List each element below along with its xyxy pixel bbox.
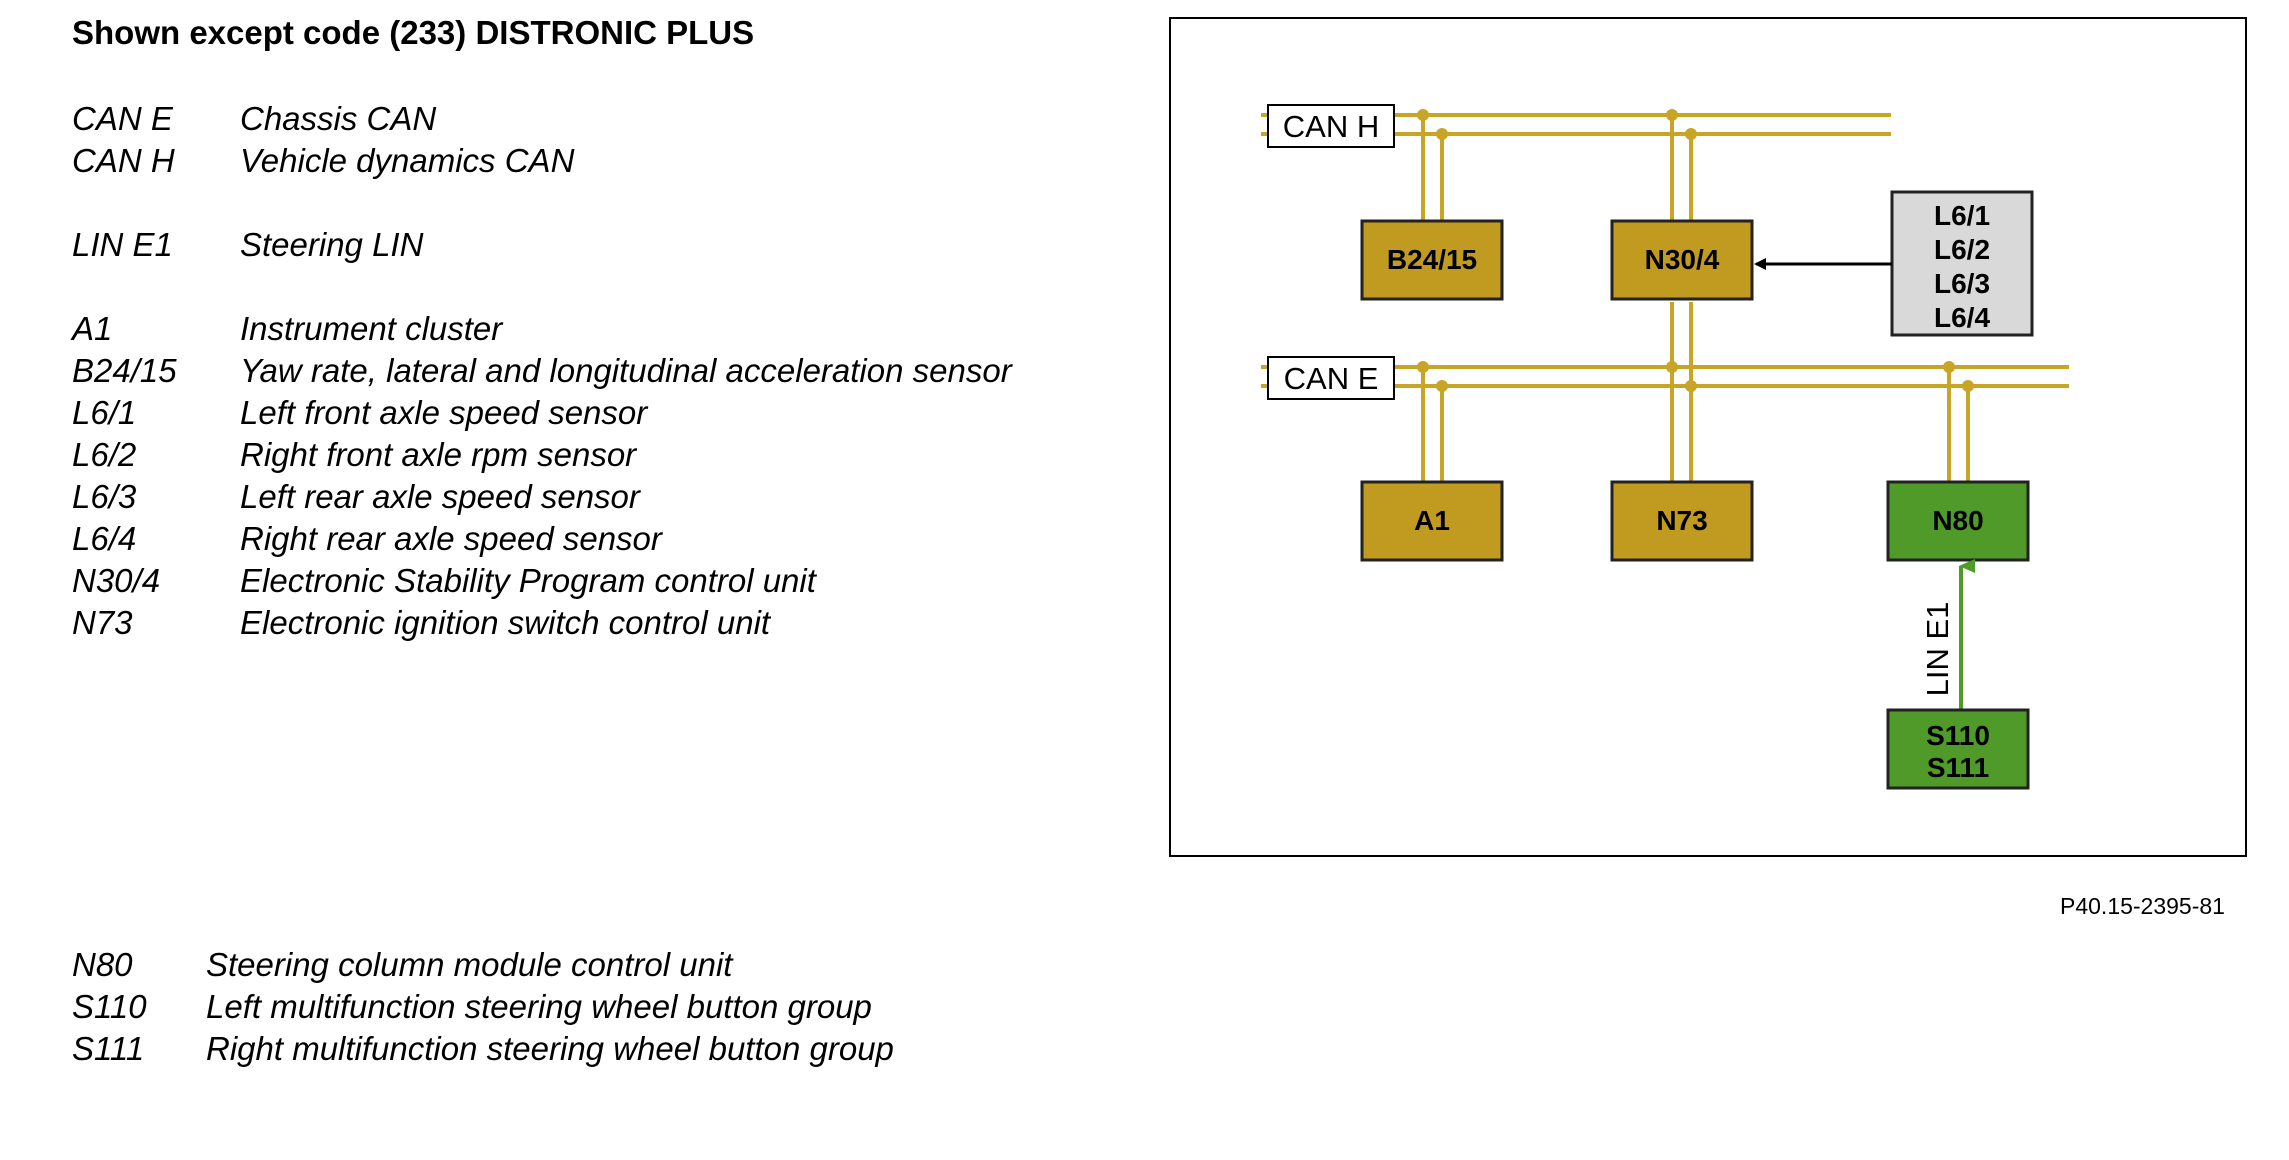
legend-code: S110: [72, 988, 147, 1025]
can-h-drops: [1421, 115, 1693, 221]
legend-row-s111: S111 Right multifunction steering wheel …: [72, 1028, 894, 1070]
node-n30-4-label: N30/4: [1645, 244, 1720, 275]
junction-dot: [1436, 128, 1448, 140]
can-e-label: CAN E: [1284, 361, 1379, 396]
legend-row-l6-3: L6/3 Left rear axle speed sensor: [72, 476, 1012, 518]
legend-code: CAN E: [72, 100, 173, 137]
legend-desc: Left multifunction steering wheel button…: [206, 988, 872, 1025]
node-l6-3-label: L6/3: [1934, 268, 1990, 299]
legend-code: N80: [72, 946, 133, 983]
legend-desc: Electronic ignition switch control unit: [240, 604, 771, 641]
legend-code: L6/1: [72, 394, 137, 431]
legend-code: N73: [72, 604, 133, 641]
network-diagram: CAN H CAN E B24/15 N30/4 L6/1 L6/2 L6/3 …: [1169, 17, 2247, 857]
legend-code: S111: [72, 1030, 145, 1067]
junction-dot: [1685, 380, 1697, 392]
legend-code: B24/15: [72, 352, 177, 389]
legend-code: L6/3: [72, 478, 137, 515]
legend-desc: Steering column module control unit: [206, 946, 733, 983]
node-s111-label: S111: [1927, 752, 1989, 783]
junction-dot: [1962, 380, 1974, 392]
can-e-label-frame: [1267, 356, 1395, 400]
legend-code: LIN E1: [72, 226, 173, 263]
legend-row-l6-1: L6/1 Left front axle speed sensor: [72, 392, 1012, 434]
legend-code: L6/4: [72, 520, 137, 557]
legend-row-b24-15: B24/15 Yaw rate, lateral and longitudina…: [72, 350, 1012, 392]
legend-row-can-h: CAN H Vehicle dynamics CAN: [72, 140, 1012, 182]
legend-desc: Chassis CAN: [240, 100, 437, 137]
node-b24-15: B24/15: [1360, 219, 1504, 301]
legend-row-lin-e1: LIN E1 Steering LIN: [72, 224, 1012, 266]
legend-code: A1: [72, 310, 113, 347]
node-b24-15-label: B24/15: [1387, 244, 1477, 275]
legend-row-s110: S110 Left multifunction steering wheel b…: [72, 986, 894, 1028]
node-n80-box: [1886, 480, 2030, 562]
can-e-label-box: CAN E: [1267, 356, 1395, 400]
legend-desc: Yaw rate, lateral and longitudinal accel…: [240, 352, 1012, 389]
junction-dot: [1666, 361, 1678, 373]
legend-desc: Instrument cluster: [240, 310, 503, 347]
legend-desc: Left front axle speed sensor: [240, 394, 648, 431]
junction-dot: [1666, 109, 1678, 121]
legend-row-n30-4: N30/4 Electronic Stability Program contr…: [72, 560, 1012, 602]
legend-desc: Steering LIN: [240, 226, 424, 263]
node-a1-box: [1360, 480, 1504, 562]
node-s110-label: S110: [1926, 720, 1990, 751]
node-n30-4-box: [1610, 219, 1754, 301]
node-b24-15-box: [1360, 219, 1504, 301]
node-n30-4: N30/4: [1610, 219, 1754, 301]
junction-dot: [1417, 109, 1429, 121]
n30-4-can-e-link: [1670, 302, 1693, 386]
legend-code: CAN H: [72, 142, 175, 179]
network-diagram-svg: CAN H CAN E B24/15 N30/4 L6/1 L6/2 L6/3 …: [1169, 17, 2247, 857]
legend-row-l6-4: L6/4 Right rear axle speed sensor: [72, 518, 1012, 560]
node-l6-sensors: L6/1 L6/2 L6/3 L6/4: [1890, 190, 2034, 337]
node-n73: N73: [1610, 480, 1754, 562]
legend-row-n73: N73 Electronic ignition switch control u…: [72, 602, 1012, 644]
node-n80-label: N80: [1932, 505, 1983, 536]
junction-dot: [1436, 380, 1448, 392]
can-h-label-frame: [1267, 104, 1395, 148]
figure-id: P40.15-2395-81: [2060, 893, 2225, 919]
legend-row-a1: A1 Instrument cluster: [72, 308, 1012, 350]
legend-desc: Electronic Stability Program control uni…: [240, 562, 816, 599]
node-a1: A1: [1360, 480, 1504, 562]
legend-spacer: [72, 182, 1012, 224]
node-l6-4-label: L6/4: [1934, 302, 1990, 333]
can-e-drops: [1421, 367, 1970, 482]
node-n73-box: [1610, 480, 1754, 562]
legend-top: CAN E Chassis CAN CAN H Vehicle dynamics…: [72, 98, 1012, 644]
junction-dot: [1685, 128, 1697, 140]
legend-spacer: [72, 266, 1012, 308]
node-l6-1-label: L6/1: [1934, 200, 1990, 231]
junction-dot: [1943, 361, 1955, 373]
legend-row-l6-2: L6/2 Right front axle rpm sensor: [72, 434, 1012, 476]
diagram-frame: [1169, 17, 2247, 857]
legend-code: N30/4: [72, 562, 161, 599]
legend-desc: Vehicle dynamics CAN: [240, 142, 575, 179]
junction-dots: [1417, 109, 1974, 392]
legend-desc: Left rear axle speed sensor: [240, 478, 640, 515]
legend-desc: Right multifunction steering wheel butto…: [206, 1030, 894, 1067]
legend-row-n80: N80 Steering column module control unit: [72, 944, 894, 986]
legend-desc: Right front axle rpm sensor: [240, 436, 637, 473]
node-s110-s111-box: [1886, 708, 2030, 790]
lin-e1-label: LIN E1: [1920, 602, 1955, 697]
page-title: Shown except code (233) DISTRONIC PLUS: [72, 14, 755, 51]
node-n80: N80: [1886, 480, 2030, 562]
legend-row-can-e: CAN E Chassis CAN: [72, 98, 1012, 140]
can-h-label-box: CAN H: [1267, 104, 1395, 148]
legend-bottom: N80 Steering column module control unit …: [72, 944, 894, 1070]
node-a1-label: A1: [1414, 505, 1450, 536]
node-n73-label: N73: [1656, 505, 1707, 536]
can-e-bus: [1261, 365, 2069, 388]
legend-desc: Right rear axle speed sensor: [240, 520, 662, 557]
can-h-label: CAN H: [1283, 109, 1379, 144]
node-s110-s111: S110 S111: [1886, 708, 2030, 790]
legend-code: L6/2: [72, 436, 137, 473]
junction-dot: [1417, 361, 1429, 373]
node-l6-2-label: L6/2: [1934, 234, 1990, 265]
